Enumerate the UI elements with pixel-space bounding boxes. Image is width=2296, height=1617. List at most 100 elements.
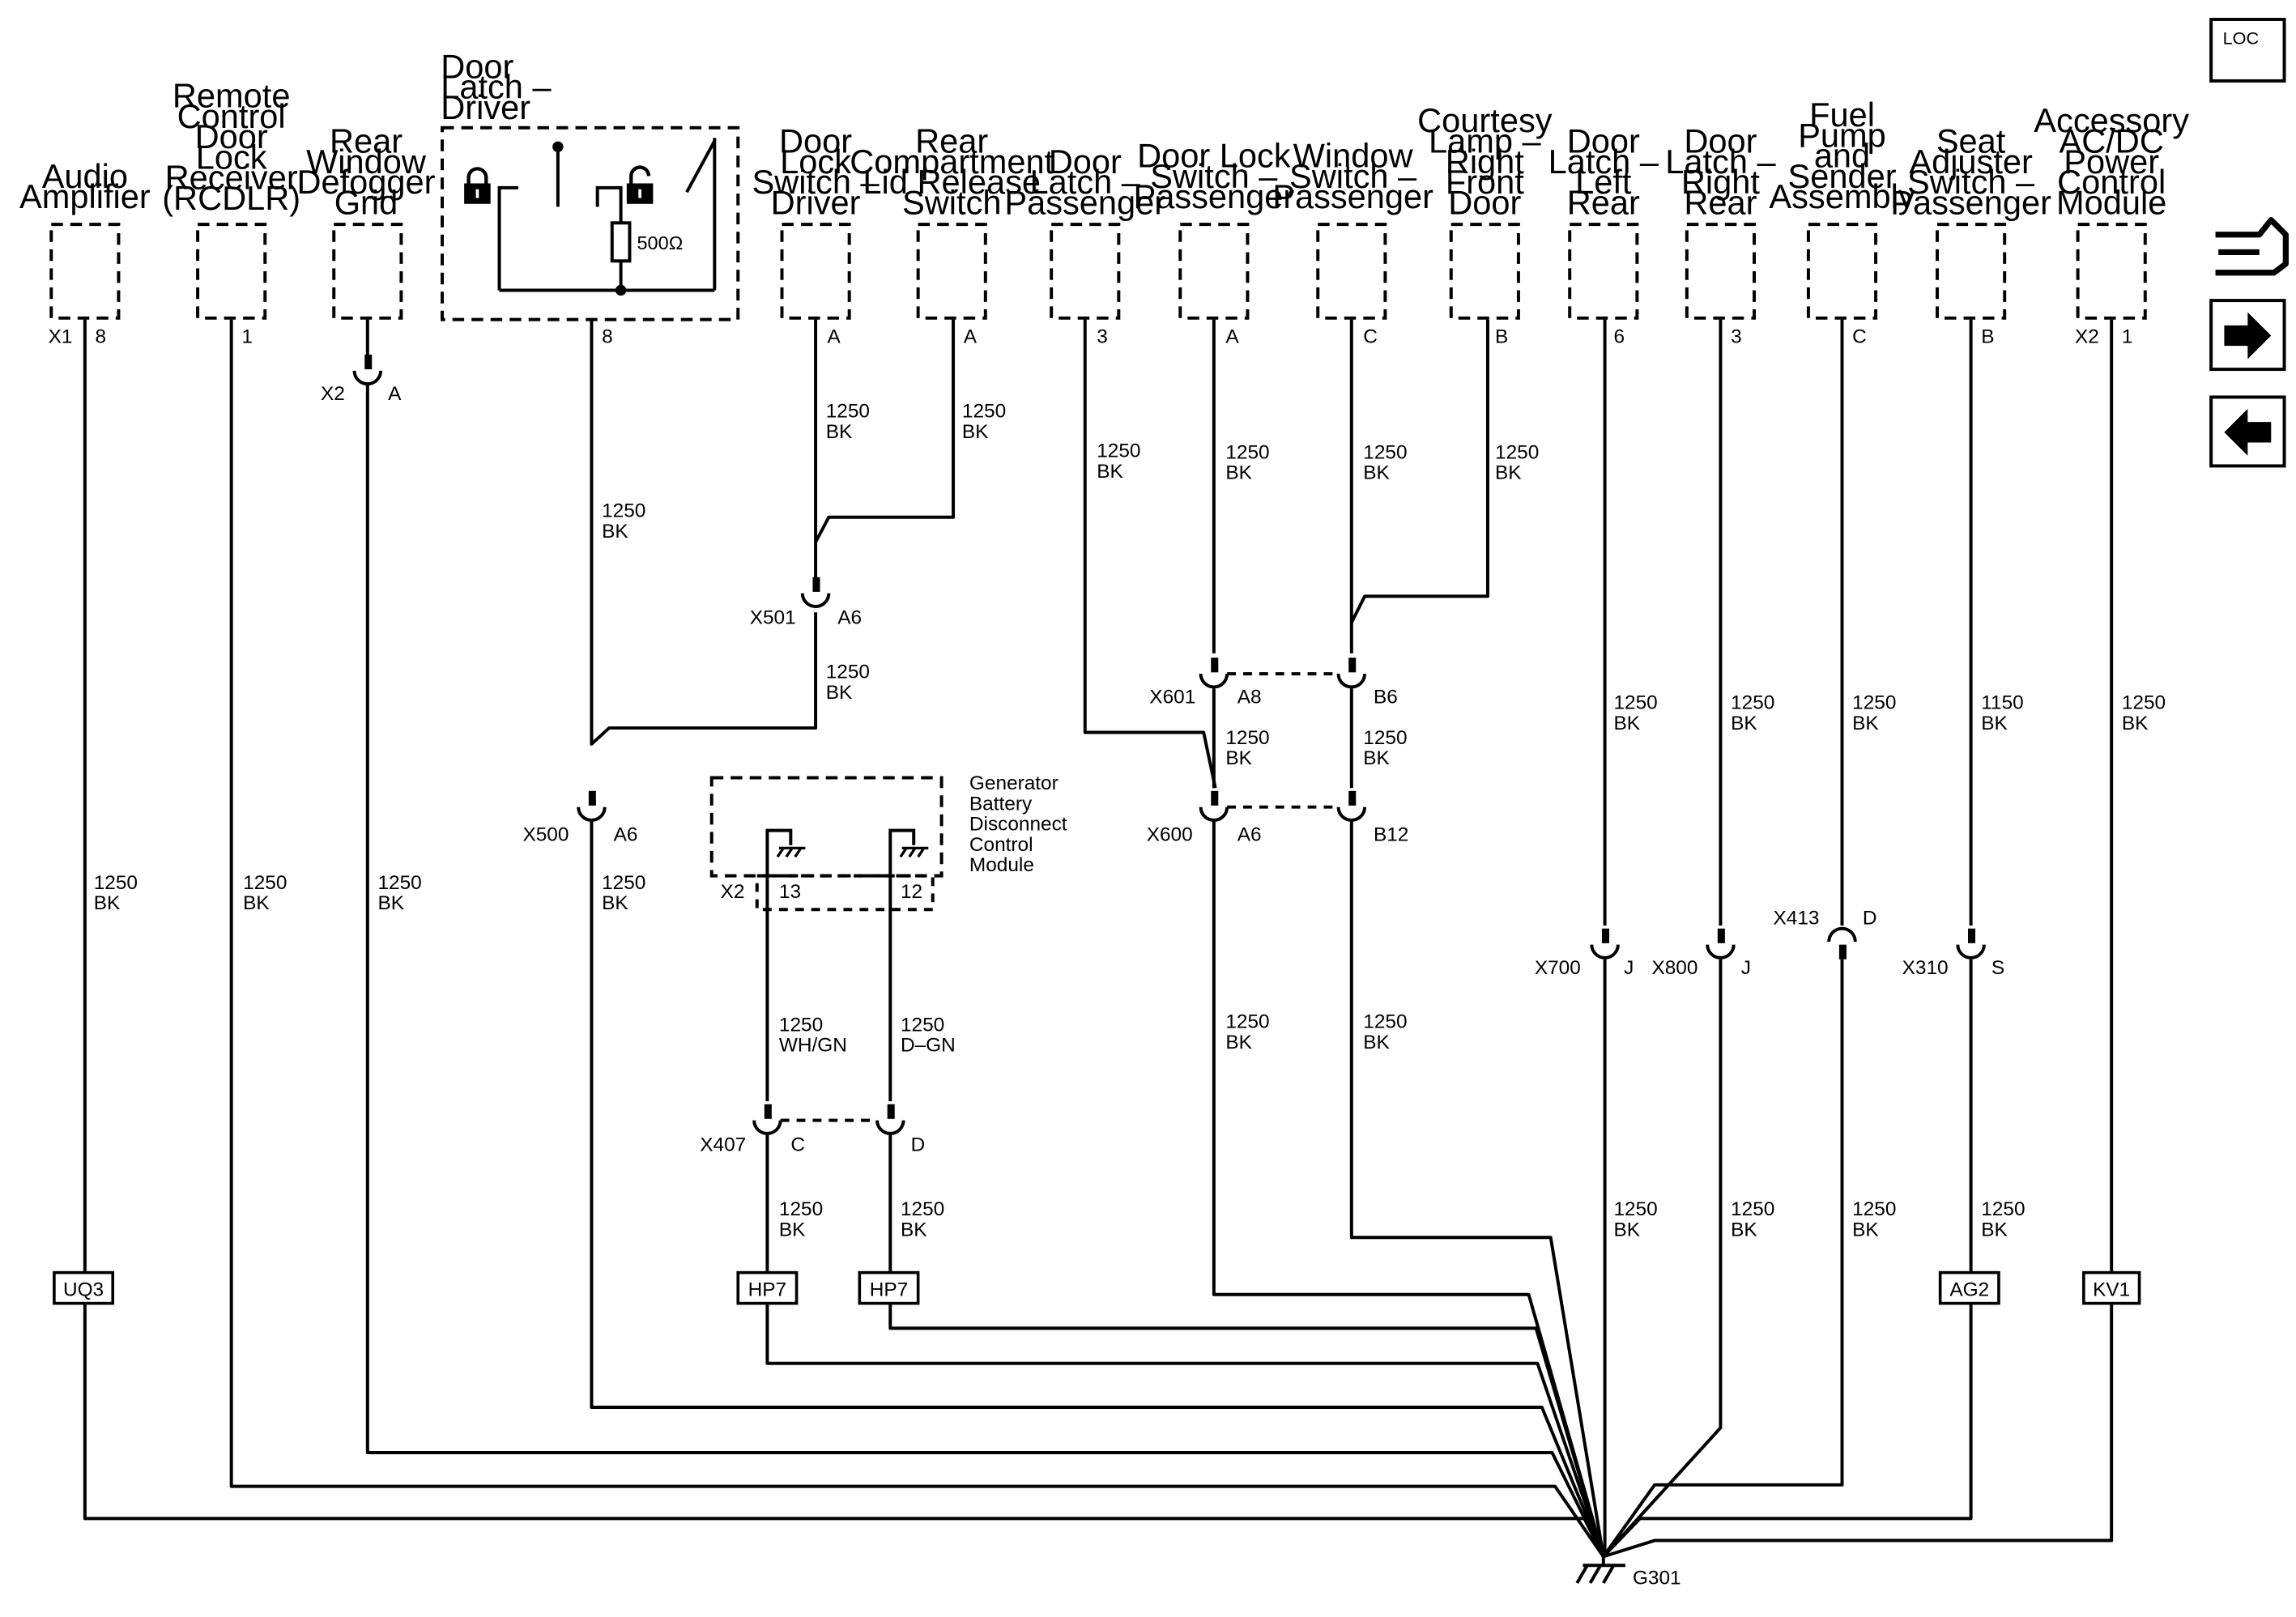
svg-text:A: A bbox=[388, 383, 402, 405]
box-rcdlr bbox=[196, 223, 267, 320]
wire-seat-ground bbox=[1602, 1304, 1973, 1558]
generator-pin-box bbox=[755, 874, 935, 912]
wire-defogger bbox=[365, 384, 1605, 1558]
svg-text:A6: A6 bbox=[837, 607, 862, 629]
lock-open-icon bbox=[626, 165, 654, 204]
svg-text:X310: X310 bbox=[1902, 957, 1949, 979]
ground-label: G301 bbox=[1633, 1568, 1681, 1589]
conn-x501 bbox=[800, 593, 831, 608]
svg-text:X601: X601 bbox=[1149, 686, 1195, 708]
svg-text:B12: B12 bbox=[1374, 823, 1408, 845]
pin-latch-lr-6: 6 bbox=[1613, 326, 1625, 348]
svg-text:X800: X800 bbox=[1651, 957, 1698, 979]
wire-fuel bbox=[1602, 959, 1844, 1558]
previous-arrow-button[interactable] bbox=[2209, 395, 2286, 468]
svg-text:X407: X407 bbox=[700, 1134, 746, 1156]
generator-connector: X2 bbox=[721, 881, 745, 903]
pin-door-lock-driver-a: A bbox=[828, 326, 841, 348]
wire-latch-passenger bbox=[1083, 319, 1217, 789]
conn-x600-a6 bbox=[1199, 806, 1229, 822]
option-hp7-2: HP7 bbox=[870, 1279, 908, 1301]
loc-label: LOC bbox=[2223, 28, 2260, 49]
option-uq3-box bbox=[53, 1270, 115, 1305]
pin-fuel-c: C bbox=[1852, 326, 1867, 348]
svg-text:D: D bbox=[911, 1134, 926, 1156]
wire-accessory-ground bbox=[1603, 1304, 2114, 1559]
pin-rcdlr-1: 1 bbox=[241, 326, 253, 348]
svg-text:J: J bbox=[1741, 957, 1751, 979]
option-hp7-1: HP7 bbox=[748, 1279, 786, 1301]
conn-x500 bbox=[577, 806, 607, 822]
conn-x407-c bbox=[752, 1120, 782, 1135]
generator-pin-13: 13 bbox=[779, 881, 801, 903]
pin-latch-rr-3: 3 bbox=[1731, 326, 1742, 348]
pin-audio-8: 8 bbox=[96, 326, 107, 348]
wire-x600-b12-down bbox=[1349, 819, 1605, 1557]
next-arrow-button[interactable] bbox=[2209, 299, 2286, 372]
svg-text:X413: X413 bbox=[1774, 907, 1820, 929]
conn-x601-a8 bbox=[1199, 674, 1229, 689]
connector-x1: X1 bbox=[49, 326, 73, 348]
ground-g301-icon bbox=[1575, 1564, 1625, 1584]
svg-text:X700: X700 bbox=[1535, 957, 1581, 979]
pin-door-latch-driver-8: 8 bbox=[602, 326, 613, 348]
wire-latch-rr bbox=[1602, 959, 1723, 1558]
svg-text:A6: A6 bbox=[614, 823, 638, 845]
arrow-left-icon bbox=[2224, 408, 2272, 456]
pin-door-latch-pass-3: 3 bbox=[1097, 326, 1108, 348]
wiring-connector-icon[interactable] bbox=[2215, 217, 2289, 276]
ground-symbol-icon bbox=[776, 846, 929, 858]
box-rear-compartment-switch bbox=[916, 223, 987, 320]
loc-button[interactable]: LOC bbox=[2209, 17, 2286, 83]
box-accessory-power-module bbox=[2076, 223, 2147, 320]
box-window-switch-passenger bbox=[1316, 223, 1387, 320]
box-door-lock-switch-driver bbox=[780, 223, 851, 320]
conn-x407-d bbox=[875, 1120, 905, 1135]
box-audio-amplifier bbox=[49, 223, 121, 320]
conn-x2-defogger bbox=[352, 370, 383, 386]
resistor-value: 500Ω bbox=[637, 232, 683, 253]
option-uq3: UQ3 bbox=[63, 1279, 104, 1301]
pin-seat-b: B bbox=[1981, 326, 1994, 348]
wire-courtesy bbox=[1350, 319, 1489, 623]
conn-x600-b12 bbox=[1336, 806, 1367, 822]
conn-x601-b6 bbox=[1336, 674, 1367, 689]
svg-text:A6: A6 bbox=[1237, 823, 1262, 845]
box-rear-defogger bbox=[332, 223, 403, 320]
connector-dashed-ties bbox=[780, 672, 1339, 1122]
wire-audio-ground bbox=[83, 1304, 1605, 1558]
conn-x413 bbox=[1827, 926, 1857, 943]
wire-latch-driver-upper bbox=[590, 319, 818, 746]
svg-text:J: J bbox=[1624, 957, 1634, 979]
pin-door-lock-pass-a: A bbox=[1225, 326, 1239, 348]
svg-text:C: C bbox=[790, 1134, 805, 1156]
